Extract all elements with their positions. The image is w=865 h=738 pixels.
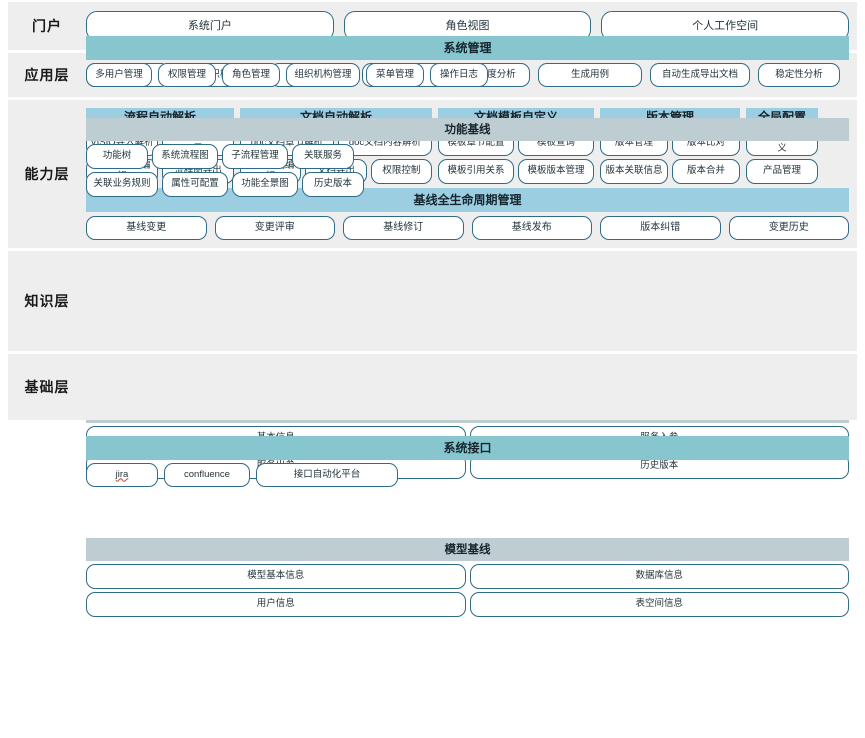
capability-row: 版本关联信息版本合并 — [600, 159, 740, 185]
foundation-row: 多用户管理权限管理角色管理组织机构管理菜单管理操作日志 — [86, 63, 849, 87]
pill-button[interactable]: 自动生成导出文档 — [650, 63, 750, 87]
pill-button[interactable]: 基线修订 — [343, 216, 464, 241]
capability-row: 版本管理版本比对 — [600, 131, 740, 157]
pill-button[interactable]: confluence — [164, 463, 250, 487]
pill-button[interactable]: 生成用例 — [538, 63, 642, 87]
capability-group-rows: 版本管理版本比对版本关联信息版本合并 — [600, 131, 740, 185]
layer-label-foundation: 基础层 — [24, 379, 70, 395]
pill-button[interactable]: 关联服务 — [292, 144, 354, 169]
pill-button[interactable]: 权限管理 — [158, 63, 216, 87]
knowledge-row: 关联业务规则属性可配置功能全景图历史版本 — [86, 172, 849, 197]
pill-button[interactable]: 属性可配置 — [162, 172, 228, 197]
pill-button[interactable]: 历史版本 — [302, 172, 364, 197]
pill-button[interactable]: 基线变更 — [86, 216, 207, 241]
pill-button[interactable]: 变更历史 — [728, 216, 849, 241]
layer-label-capability: 能力层 — [24, 166, 70, 182]
pill-button[interactable]: 操作日志 — [430, 63, 488, 87]
pill-button[interactable]: 模板引用关系 — [438, 159, 514, 185]
pill-button[interactable]: 系统流程图 — [152, 144, 218, 169]
pill-button[interactable]: 功能树 — [86, 144, 148, 169]
pill-button[interactable]: 版本管理 — [600, 131, 668, 157]
knowledge-group: 功能基线功能树系统流程图子流程管理关联服务关联业务规则属性可配置功能全景图历史版… — [86, 118, 849, 394]
pill-button[interactable]: 版本纠错 — [600, 216, 721, 241]
pill-button[interactable]: 组织机构管理 — [286, 63, 360, 87]
pill-button[interactable]: 子流程管理 — [222, 144, 288, 169]
knowledge-group-header: 功能基线 — [86, 118, 849, 141]
foundation-group-header: 系统管理 — [86, 36, 849, 60]
pill-button[interactable]: 多用户管理 — [86, 63, 152, 87]
capability-row: 模板引用关系模板版本管理 — [438, 159, 594, 185]
pill-button[interactable]: 变更评审 — [214, 216, 335, 241]
pill-button[interactable]: 权限控制 — [370, 159, 432, 185]
pill-button[interactable]: 接口自动化平台 — [256, 463, 398, 487]
pill-button[interactable]: jira — [86, 463, 158, 487]
pill-button[interactable]: 版本合并 — [672, 159, 740, 185]
spellcheck-underlined-text: jira — [115, 468, 129, 480]
pill-button[interactable]: 基线发布 — [471, 216, 592, 241]
pill-button[interactable]: 产品管理 — [746, 159, 818, 185]
pill-button[interactable]: 版本关联信息 — [600, 159, 668, 185]
foundation-group: 系统管理多用户管理权限管理角色管理组织机构管理菜单管理操作日志 — [86, 36, 849, 408]
pill-button[interactable]: 角色管理 — [222, 63, 280, 87]
pill-button[interactable]: 菜单管理 — [366, 63, 424, 87]
pill-button[interactable]: 功能全景图 — [232, 172, 298, 197]
pill-button[interactable]: 关联业务规则 — [86, 172, 158, 197]
layer-label-portal: 门户 — [32, 18, 62, 34]
baseline-lifecycle-item-list: 基线变更变更评审基线修订基线发布版本纠错变更历史 — [86, 216, 849, 241]
pill-button[interactable]: 稳定性分析 — [758, 63, 840, 87]
layer-label-knowledge: 知识层 — [24, 293, 70, 309]
pill-button[interactable]: 模板版本管理 — [518, 159, 594, 185]
layer-label-application: 应用层 — [24, 67, 70, 83]
knowledge-row: 功能树系统流程图子流程管理关联服务 — [86, 144, 849, 169]
capability-row: 产品管理 — [746, 159, 818, 185]
foundation-group-header: 系统接口 — [86, 436, 849, 460]
